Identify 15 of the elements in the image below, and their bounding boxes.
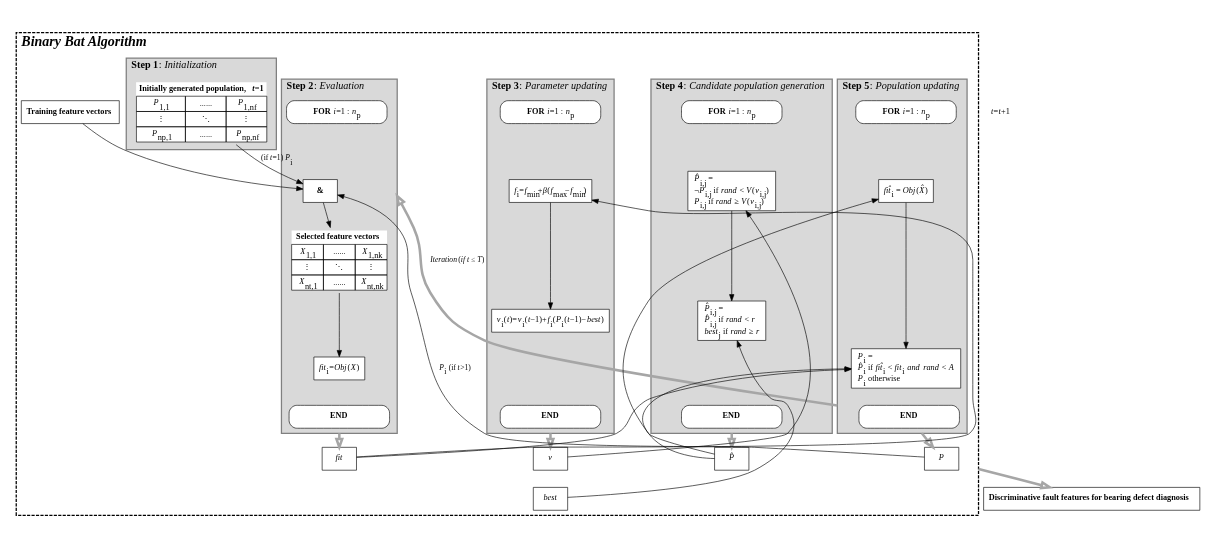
arrow xyxy=(547,201,554,309)
arrow xyxy=(567,209,811,457)
arrow xyxy=(82,122,304,191)
arrow xyxy=(323,201,332,228)
arrow xyxy=(235,143,304,184)
arrow xyxy=(334,432,344,451)
arrow xyxy=(727,432,737,451)
arrow xyxy=(622,197,879,454)
arrow xyxy=(395,192,838,407)
arrow xyxy=(978,467,1054,489)
arrow xyxy=(903,201,909,349)
arrow xyxy=(336,292,342,357)
arrow xyxy=(567,339,795,498)
arrow xyxy=(729,210,735,301)
arrow xyxy=(545,432,556,451)
